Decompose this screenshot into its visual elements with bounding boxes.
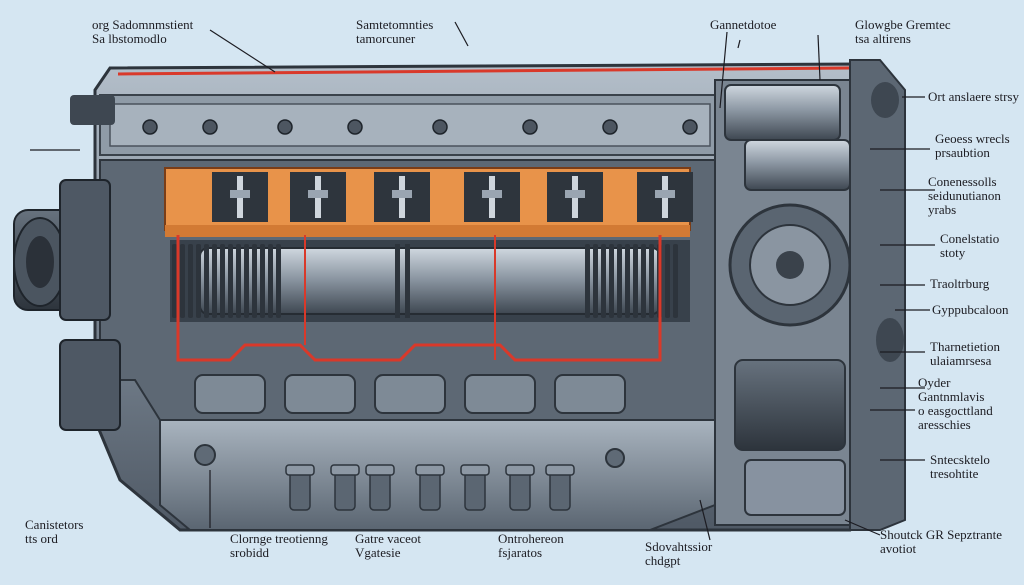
- label-line: Ontrohereon: [498, 531, 564, 546]
- valve: [464, 172, 520, 222]
- valve-gallery: [164, 167, 693, 237]
- label-line: yrabs: [928, 202, 957, 217]
- label-line: Sa lbstomodlo: [92, 31, 167, 46]
- label-line: Vgatesie: [355, 545, 401, 560]
- label-line: srobidd: [230, 545, 269, 560]
- label-line: ulaiamrsesa: [930, 353, 992, 368]
- label-line: tsa altirens: [855, 31, 911, 46]
- shaft-springs: [172, 244, 678, 318]
- valve: [290, 172, 346, 222]
- bearing-cap: [374, 374, 446, 414]
- leader-lines: [30, 21, 935, 541]
- bearing-cap: [554, 374, 626, 414]
- label-bottom-left: Canistetors tts ord: [25, 518, 84, 546]
- label-line: Gannetdotoe: [710, 17, 777, 32]
- drain-plug: [460, 464, 490, 511]
- drain-plug: [415, 464, 445, 511]
- label-line: Gantnmlavis: [918, 389, 985, 404]
- label-line: avotiot: [880, 541, 917, 556]
- main-bearings: [194, 374, 626, 414]
- head-bolt: [277, 119, 293, 135]
- label-bottom-2: Gatre vaceot Vgatesie: [355, 532, 421, 560]
- label-line: stoty: [940, 245, 966, 260]
- label-top-center: Samtetomnties tamorcuner: [356, 18, 433, 46]
- label-line: Shoutck GR Sepztrante: [880, 527, 1003, 542]
- timing-gear-housing: [714, 59, 906, 531]
- label-right-1: Ort anslaere strsy: [928, 90, 1019, 104]
- head-bolt: [602, 119, 618, 135]
- label-line: Samtetomnties: [356, 17, 434, 32]
- label-top-right-a: Gannetdotoe: [710, 18, 776, 32]
- valve-assemblies: [212, 172, 693, 222]
- label-top-left: org Sadomnmstient Sa lbstomodlo: [92, 18, 193, 46]
- head-bolt: [432, 119, 448, 135]
- label-line: Sdovahtssior: [645, 539, 713, 554]
- label-right-6: Gyppubcaloon: [932, 303, 1009, 317]
- label-right-8: Oyder Gantnmlavis o easgocttland aressch…: [918, 376, 993, 432]
- label-line: Oyder: [918, 375, 951, 390]
- oil-line-lower: [176, 235, 662, 362]
- label-line: seidunutianon: [928, 188, 1001, 203]
- label-line: Gatre vaceot: [355, 531, 422, 546]
- head-bolt: [202, 119, 218, 135]
- head-bolt: [142, 119, 158, 135]
- label-bottom-4: Sdovahtssior chdgpt: [645, 540, 712, 568]
- label-line: Glowgbe Gremtec: [855, 17, 951, 32]
- cylinder-head-bolts: [142, 119, 698, 135]
- label-line: org Sadomnmstient: [92, 17, 194, 32]
- valve: [547, 172, 603, 222]
- label-line: Conelstatio: [940, 231, 1000, 246]
- label-right-9: Sntecsktelo tresohtite: [930, 453, 990, 481]
- label-line: Traoltrburg: [930, 276, 990, 291]
- label-line: Sntecsktelo: [930, 452, 990, 467]
- drain-plug: [285, 464, 315, 511]
- label-bottom-3: Ontrohereon fsjaratos: [498, 532, 564, 560]
- label-line: o easgocttland: [918, 403, 993, 418]
- bearing-cap: [284, 374, 356, 414]
- label-line: tamorcuner: [356, 31, 416, 46]
- drain-plug: [505, 464, 535, 511]
- left-accessories: [59, 95, 121, 431]
- label-line: prsaubtion: [935, 145, 990, 160]
- label-right-4: Conelstatio stoty: [940, 232, 999, 260]
- label-line: Ort anslaere strsy: [928, 89, 1019, 104]
- drain-plug: [545, 464, 575, 511]
- head-bolt: [682, 119, 698, 135]
- oil-pan: [159, 419, 716, 531]
- bearing-cap: [194, 374, 266, 414]
- head-bolt: [347, 119, 363, 135]
- label-right-2: Geoess wrecls prsaubtion: [935, 132, 1010, 160]
- label-bottom-right: Shoutck GR Sepztrante avotiot: [880, 528, 1002, 556]
- label-bottom-1: Clornge treotienng srobidd: [230, 532, 328, 560]
- label-right-3: Conenessolls seidunutianon yrabs: [928, 175, 1001, 217]
- label-line: Tharnetietion: [930, 339, 1001, 354]
- valve: [374, 172, 430, 222]
- label-top-right-b: Glowgbe Gremtec tsa altirens: [855, 18, 951, 46]
- label-line: aresschies: [918, 417, 971, 432]
- drain-plug: [330, 464, 360, 511]
- label-line: fsjaratos: [498, 545, 543, 560]
- label-line: Gyppubcaloon: [932, 302, 1009, 317]
- label-line: Canistetors: [25, 517, 84, 532]
- head-bolt: [522, 119, 538, 135]
- label-line: Geoess wrecls: [935, 131, 1010, 146]
- oil-drain-plugs: [285, 464, 575, 511]
- valve: [637, 172, 693, 222]
- bearing-cap: [464, 374, 536, 414]
- oil-line-top: [117, 66, 851, 76]
- label-right-5: Traoltrburg: [930, 277, 989, 291]
- label-line: chdgpt: [645, 553, 681, 568]
- label-right-7: Tharnetietion ulaiamrsesa: [930, 340, 1000, 368]
- label-line: tts ord: [25, 531, 58, 546]
- crankshaft: [170, 240, 690, 322]
- valve: [212, 172, 268, 222]
- drain-plug: [365, 464, 395, 511]
- label-line: tresohtite: [930, 466, 979, 481]
- label-line: Conenessolls: [928, 174, 997, 189]
- label-line: Clornge treotienng: [230, 531, 328, 546]
